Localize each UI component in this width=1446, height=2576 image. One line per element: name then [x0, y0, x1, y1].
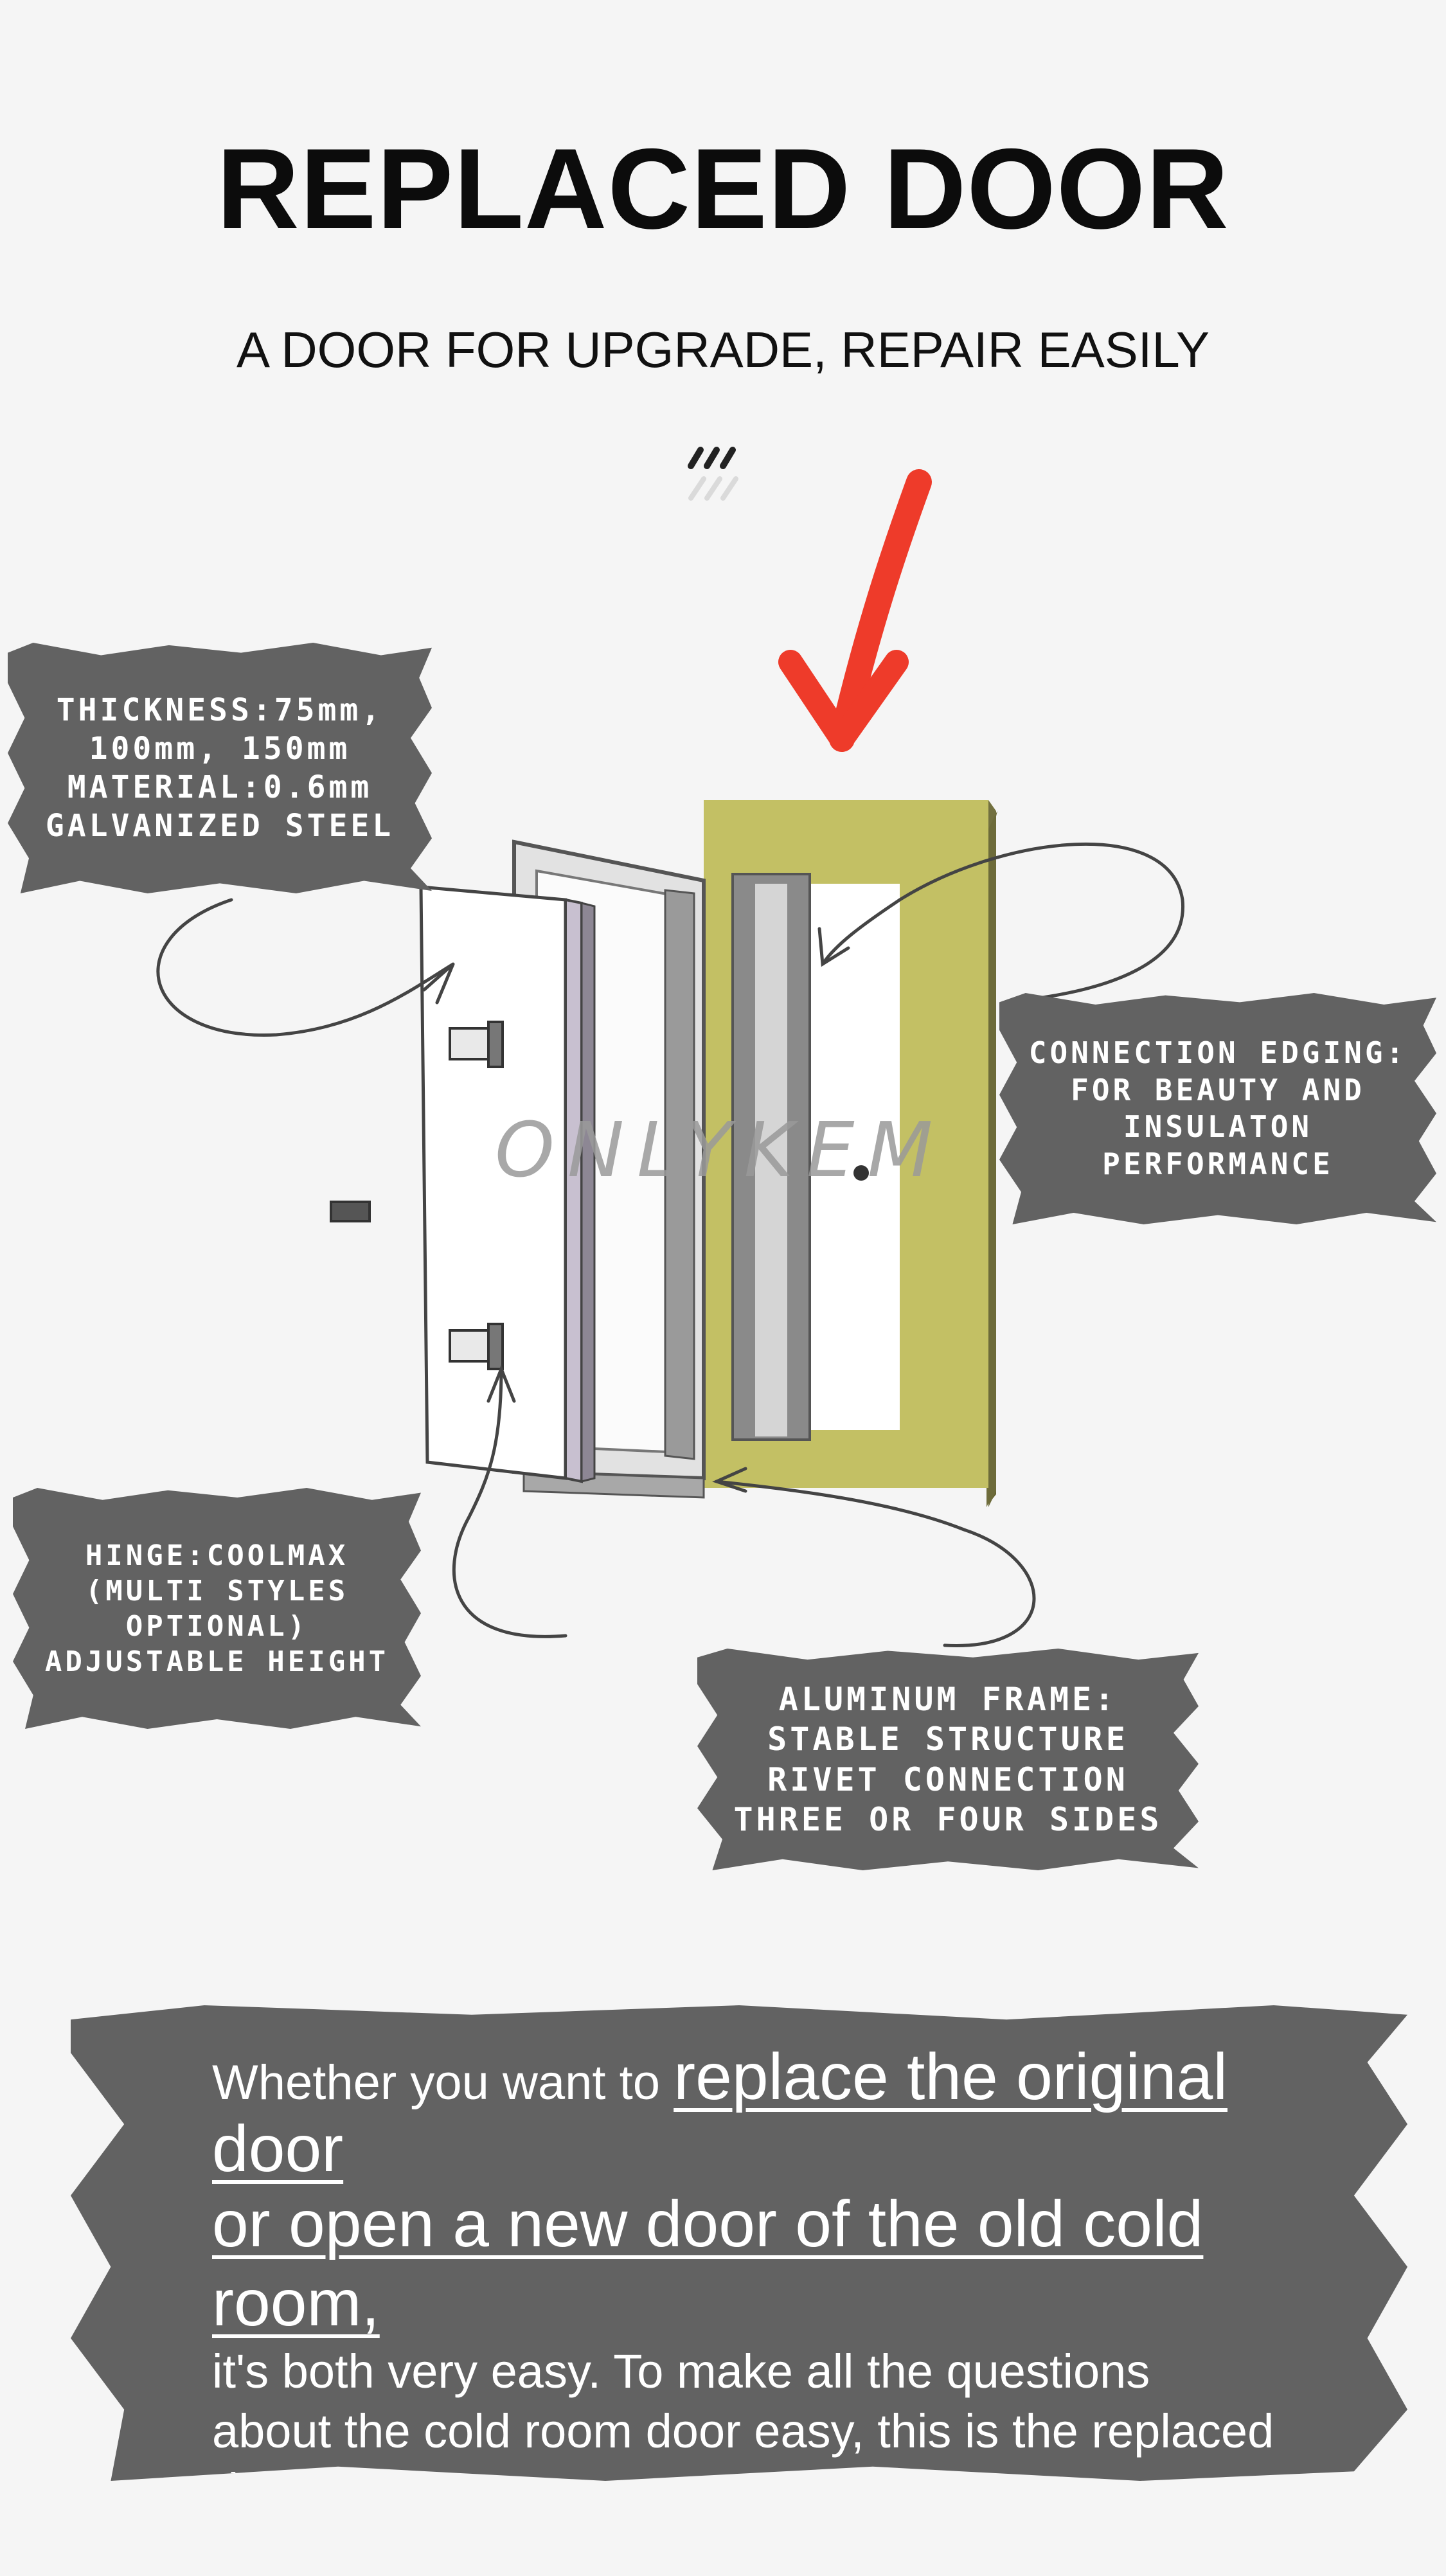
page-title: REPLACED DOOR: [217, 125, 1229, 253]
callout-aluminum-line: STABLE STRUCTURE: [767, 1721, 1129, 1758]
footer-emphasis-1: replace the original door: [212, 2040, 1228, 2186]
hinge-icon: [330, 1021, 504, 1370]
callout-thickness-line: 100mm, 150mm: [89, 731, 351, 767]
callout-aluminum-line: ALUMINUM FRAME:: [778, 1680, 1118, 1718]
handle-icon: [853, 1165, 869, 1181]
callout-hinge-line: ADJUSTABLE HEIGHT: [44, 1645, 389, 1678]
callout-connection-line: FOR BEAUTY AND: [1071, 1072, 1365, 1107]
red-arrow-icon: [778, 469, 932, 752]
callout-thickness-line: GALVANIZED STEEL: [45, 808, 395, 844]
footer-description: Whether you want to replace the original…: [71, 2005, 1407, 2481]
footer-intro: Whether you want to: [212, 2055, 674, 2110]
callout-aluminum-line: RIVET CONNECTION: [767, 1760, 1129, 1798]
callout-connection-line: PERFORMANCE: [1102, 1146, 1334, 1181]
footer-line-1: Whether you want to replace the original…: [212, 2041, 1279, 2185]
callout-aluminum-line: THREE OR FOUR SIDES: [733, 1801, 1163, 1838]
callout-thickness-line: THICKNESS:75mm,: [56, 692, 384, 728]
page-subtitle: A DOOR FOR UPGRADE, REPAIR EASILY: [236, 321, 1210, 378]
callout-connection-line: INSULATON: [1123, 1109, 1313, 1144]
callout-thickness: THICKNESS:75mm, 100mm, 150mm MATERIAL:0.…: [8, 643, 432, 893]
callout-hinge-line: HINGE:COOLMAX: [85, 1539, 349, 1572]
callout-aluminum-frame: ALUMINUM FRAME: STABLE STRUCTURE RIVET C…: [697, 1649, 1199, 1870]
callout-connection-edging: CONNECTION EDGING: FOR BEAUTY AND INSULA…: [999, 993, 1436, 1224]
watermark: ONLYKEM: [495, 1105, 946, 1194]
footer-emphasis-2: or open a new door of the old cold room,: [212, 2187, 1204, 2339]
callout-hinge-line: OPTIONAL): [125, 1609, 308, 1643]
footer-body: it's both very easy. To make all the que…: [212, 2345, 1274, 2518]
callout-connection-line: CONNECTION EDGING:: [1028, 1035, 1407, 1070]
callout-hinge-line: (MULTI STYLES: [85, 1574, 349, 1607]
callout-thickness-line: MATERIAL:0.6mm: [67, 769, 373, 805]
callout-hinge: HINGE:COOLMAX (MULTI STYLES OPTIONAL) AD…: [13, 1488, 421, 1729]
slash-marks-icon: [688, 447, 736, 469]
